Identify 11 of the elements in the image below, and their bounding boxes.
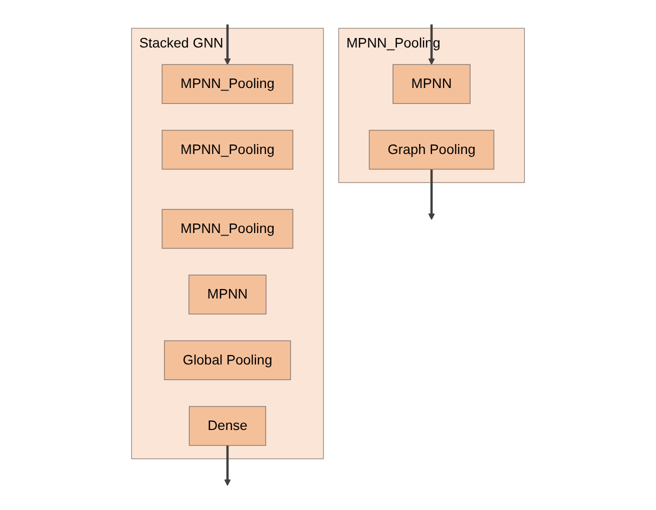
arrow <box>428 169 435 220</box>
layer-box: Graph Pooling <box>368 130 494 170</box>
layer-box: MPNN_Pooling <box>162 130 294 170</box>
layer-box: Dense <box>188 406 266 446</box>
layer-box: MPNN <box>188 274 266 314</box>
arrow <box>224 445 231 486</box>
layer-box: MPNN <box>392 64 471 104</box>
arrow <box>224 24 231 65</box>
layer-box: Global Pooling <box>164 340 291 380</box>
layer-box: MPNN_Pooling <box>162 64 294 104</box>
layer-box: MPNN_Pooling <box>162 208 294 249</box>
